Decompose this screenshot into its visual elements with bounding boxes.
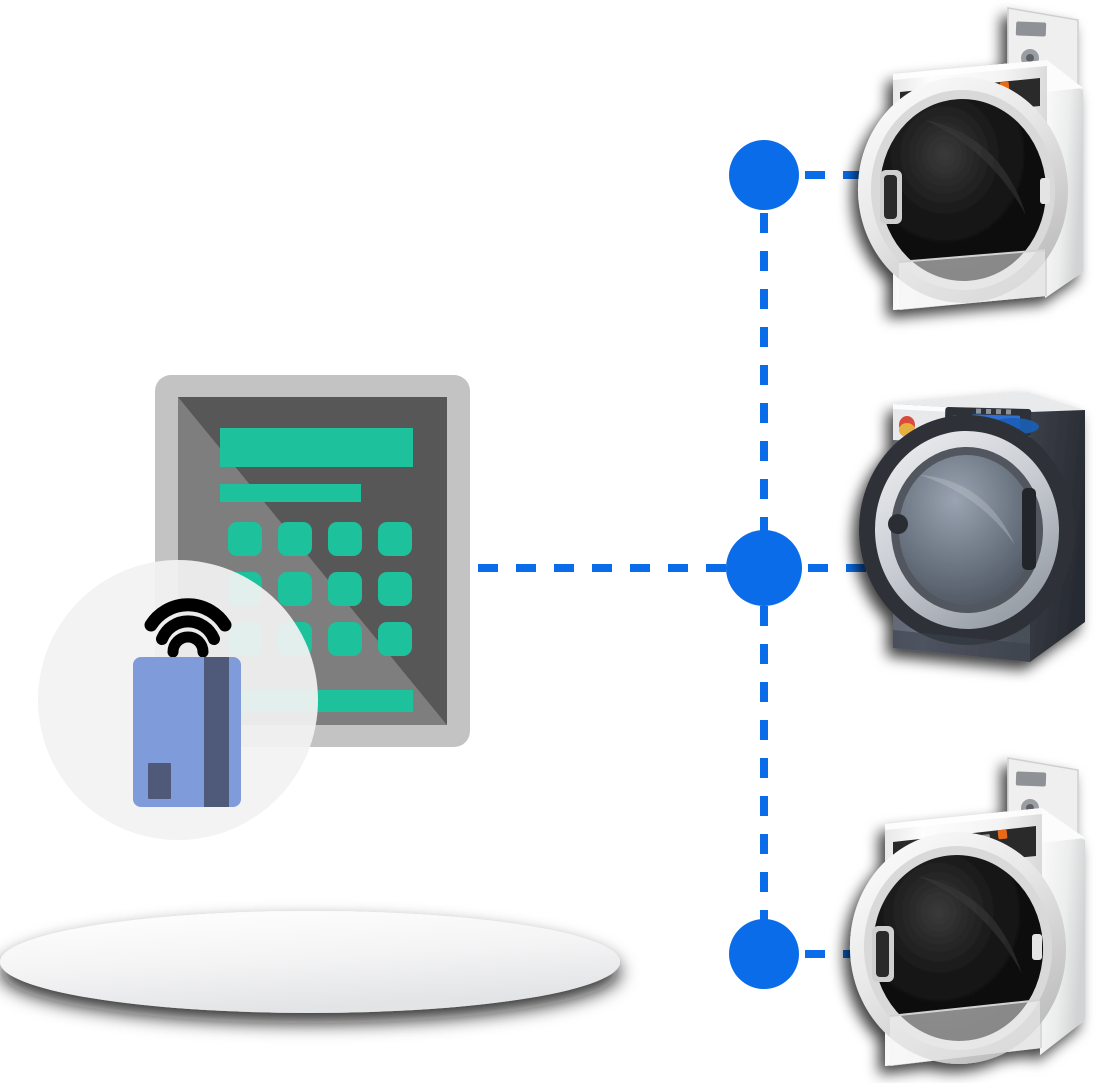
network-node-middle[interactable] — [726, 530, 802, 606]
terminal-display-amount-bar — [220, 428, 413, 467]
coin-slot-top — [1015, 21, 1047, 37]
machine-bottom-door-glass — [872, 855, 1044, 1041]
machine-bottom[interactable] — [842, 757, 1085, 1071]
contactless-badge[interactable] — [38, 560, 318, 840]
machine-top[interactable] — [852, 7, 1083, 310]
machine-middle-door-glass — [898, 455, 1036, 605]
machine-bottom-start-button[interactable] — [997, 829, 1008, 840]
machine-middle[interactable] — [855, 392, 1085, 662]
payment-card-magstripe — [204, 657, 229, 807]
terminal-key-7[interactable] — [328, 572, 362, 606]
terminal-key-3[interactable] — [328, 522, 362, 556]
pedestal-ellipse — [0, 911, 620, 1013]
machine-top-plinth — [899, 250, 1045, 310]
terminal-key-11[interactable] — [328, 622, 362, 656]
terminal-key-12[interactable] — [378, 622, 412, 656]
terminal-key-1[interactable] — [228, 522, 262, 556]
machine-top-door-glass — [879, 99, 1047, 281]
network-node-top[interactable] — [729, 140, 799, 210]
terminal-key-8[interactable] — [378, 572, 412, 606]
payment-card-chip — [148, 763, 171, 799]
machine-middle-hinge — [888, 514, 908, 534]
terminal-key-6[interactable] — [278, 572, 312, 606]
machine-middle-door-handle[interactable] — [1022, 488, 1036, 570]
terminal-key-2[interactable] — [278, 522, 312, 556]
contactless-wave-icon — [144, 598, 232, 658]
coin-slot-bottom — [1015, 771, 1047, 787]
terminal-key-4[interactable] — [378, 522, 412, 556]
machine-bottom-plinth — [890, 1000, 1040, 1066]
network-node-bottom[interactable] — [729, 919, 799, 989]
terminal-display-label-bar — [220, 484, 361, 502]
